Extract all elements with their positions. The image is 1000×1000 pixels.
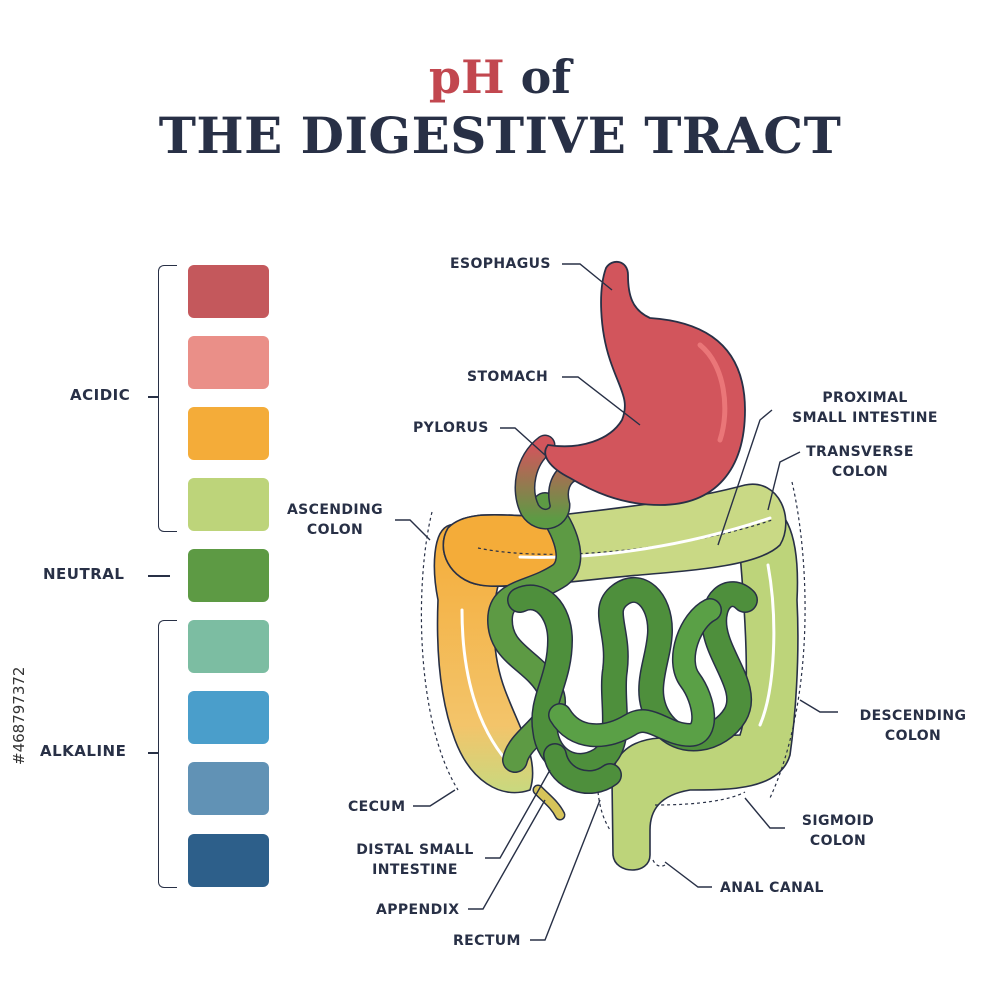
label-descending-colon: DESCENDING COLON xyxy=(848,706,978,746)
label-descending-line-2: COLON xyxy=(884,728,942,744)
title-ph: pH xyxy=(428,50,505,104)
leader-lines xyxy=(395,263,838,941)
swatch-6 xyxy=(188,620,269,673)
label-distal-line-1: DISTAL SMALL xyxy=(356,842,474,858)
label-ascending-line-2: COLON xyxy=(306,522,364,538)
label-distal-small-intestine: DISTAL SMALL INTESTINE xyxy=(345,840,485,880)
small-intestine-shape xyxy=(486,492,758,795)
label-anal-canal: ANAL CANAL xyxy=(720,880,824,896)
swatch-8 xyxy=(188,762,269,815)
alkaline-brace-tick xyxy=(148,752,158,754)
neutral-label: NEUTRAL xyxy=(43,565,125,583)
label-distal-line-2: INTESTINE xyxy=(372,862,458,878)
page-title: pH of THE DIGESTIVE TRACT xyxy=(0,48,1000,166)
stomach-shape xyxy=(544,260,746,506)
alkaline-label: ALKALINE xyxy=(40,742,127,760)
label-sigmoid-colon: SIGMOID COLON xyxy=(788,811,888,851)
neutral-tick xyxy=(148,575,170,577)
swatch-5 xyxy=(188,549,269,602)
label-ascending-line-1: ASCENDING xyxy=(286,502,384,518)
swatch-4 xyxy=(188,478,269,531)
swatch-3 xyxy=(188,407,269,460)
label-descending-line-1: DESCENDING xyxy=(859,708,967,724)
label-proximal-line-1: PROXIMAL xyxy=(822,390,908,406)
label-cecum: CECUM xyxy=(348,799,406,815)
title-line-2: THE DIGESTIVE TRACT xyxy=(158,106,842,165)
label-transverse-colon: TRANSVERSE COLON xyxy=(800,442,920,482)
transverse-colon-shape xyxy=(442,483,787,588)
swatch-9 xyxy=(188,834,269,887)
label-pylorus: PYLORUS xyxy=(413,420,489,436)
swatch-1 xyxy=(188,265,269,318)
label-ascending-colon: ASCENDING COLON xyxy=(280,500,390,540)
label-appendix: APPENDIX xyxy=(376,902,460,918)
label-transverse-line-1: TRANSVERSE xyxy=(806,444,914,460)
title-of: of xyxy=(520,50,572,104)
label-esophagus: ESOPHAGUS xyxy=(450,256,551,272)
alkaline-brace xyxy=(158,620,177,888)
label-sigmoid-line-2: COLON xyxy=(809,833,867,849)
swatch-7 xyxy=(188,691,269,744)
acidic-brace-tick xyxy=(148,396,158,398)
stock-id-watermark: #468797372 xyxy=(10,666,28,765)
label-stomach: STOMACH xyxy=(467,369,549,385)
label-rectum: RECTUM xyxy=(453,933,521,949)
swatch-2 xyxy=(188,336,269,389)
label-proximal-small-intestine: PROXIMAL SMALL INTESTINE xyxy=(780,388,950,428)
title-line-1: pH of xyxy=(0,48,1000,106)
acidic-label: ACIDIC xyxy=(70,386,131,404)
label-proximal-line-2: SMALL INTESTINE xyxy=(792,410,938,426)
label-sigmoid-line-1: SIGMOID xyxy=(801,813,875,829)
acidic-brace xyxy=(158,265,177,532)
label-transverse-line-2: COLON xyxy=(831,464,889,480)
region-guides xyxy=(420,481,806,867)
